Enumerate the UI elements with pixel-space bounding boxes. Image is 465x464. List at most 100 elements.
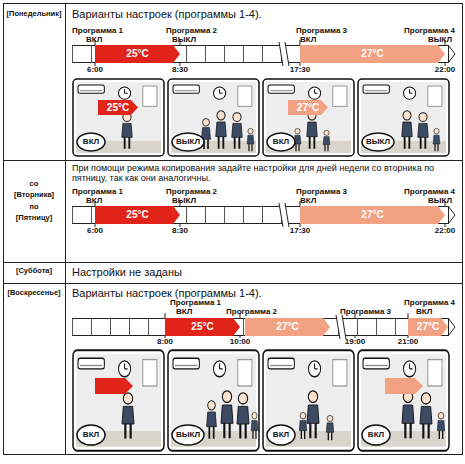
mode-text: ВКЛ <box>273 431 289 439</box>
temperature-text: 25°C <box>191 322 213 332</box>
row-note: При помощи режима копирования задайте на… <box>72 164 457 184</box>
time-label: 6:00 <box>80 66 110 75</box>
airflow-arrows <box>95 378 423 394</box>
temperature-band: 25°C <box>95 45 180 63</box>
temperature-band: 25°C <box>95 206 180 224</box>
time-label: 17:30 <box>285 66 315 75</box>
mode-text: ВКЛ <box>83 431 99 439</box>
mode-circle: ВЫКЛ <box>171 424 205 446</box>
node-outline <box>300 45 445 63</box>
day-label: по <box>4 203 64 211</box>
row-note: Варианты настроек (программы 1-4). <box>72 8 457 20</box>
mode-label: ВЫКЛ <box>172 197 202 206</box>
program-label: Программа 3 <box>296 188 356 197</box>
temperature-text: 27°C <box>361 210 383 220</box>
node-outline <box>77 133 105 151</box>
program-label: Программа 4 <box>404 188 462 197</box>
mode-circle: ВКЛ <box>266 424 296 446</box>
node-outline <box>165 318 240 336</box>
node-outline <box>267 133 295 151</box>
mode-circle: ВЫКЛ <box>171 132 205 152</box>
node-outline <box>172 133 204 151</box>
temperature-text: 27°C <box>417 322 439 332</box>
program-label: Программа 2 <box>166 27 226 36</box>
time-label: 8:30 <box>165 227 195 236</box>
temperature-band: 25°C <box>165 318 240 336</box>
temperature-text: 27°C <box>276 322 298 332</box>
temperature-band: 27°C <box>300 45 445 63</box>
time-label: 19:00 <box>340 338 370 347</box>
mode-text: ВКЛ <box>368 431 384 439</box>
program-label: Программа 1 <box>72 188 132 197</box>
program-label: Программа 3 <box>296 27 356 36</box>
mode-text: ВКЛ <box>83 138 99 146</box>
temperature-text: 25°C <box>107 103 129 113</box>
mode-text: ВЫКЛ <box>176 431 200 439</box>
node-outline <box>362 133 394 151</box>
day-label: [Понедельник] <box>4 10 64 18</box>
day-label: [Суббота] <box>4 267 64 275</box>
node-outline <box>172 425 204 445</box>
mode-label: ВКЛ <box>300 197 330 206</box>
program-label: Программа 2 <box>166 188 226 197</box>
table-grid <box>4 4 463 455</box>
mode-circle: ВЫКЛ <box>361 132 395 152</box>
mode-label: ВКЛ <box>86 197 116 206</box>
temperature-band: 27°C <box>408 318 448 336</box>
day-label: [Воскресенье] <box>4 289 64 297</box>
time-label: 10:00 <box>225 338 255 347</box>
node-outline <box>288 100 328 115</box>
mode-label: ВЫКЛ <box>428 36 458 45</box>
time-label: 21:00 <box>393 338 423 347</box>
temperature-text: 27°C <box>297 103 319 113</box>
node-outline <box>245 318 330 336</box>
time-label: 8:00 <box>150 338 180 347</box>
node-outline <box>77 425 105 445</box>
mode-text: ВЫКЛ <box>366 138 390 146</box>
mode-circle: ВКЛ <box>76 132 106 152</box>
day-label: со <box>4 180 64 188</box>
node-outline <box>267 425 295 445</box>
program-label: Программа 1 <box>170 299 230 308</box>
program-label: Программа 2 <box>226 308 286 317</box>
day-label: [Вторника] <box>4 191 64 199</box>
day-label: [Пятницу] <box>4 214 64 222</box>
scene-frames <box>73 79 449 451</box>
mode-label: ВКЛ <box>176 308 206 317</box>
mode-label: ВКЛ <box>86 36 116 45</box>
node-outline <box>98 100 138 115</box>
mode-circle: ВКЛ <box>361 424 391 446</box>
program-label: Программа 4 <box>404 299 462 308</box>
node-outline <box>95 45 180 63</box>
program-label: Программа 4 <box>404 27 462 36</box>
mode-label: ВЫКЛ <box>172 36 202 45</box>
mode-label: ВКЛ <box>300 36 330 45</box>
temperature-text: 25°C <box>126 210 148 220</box>
node-outline <box>408 318 448 336</box>
node-outline <box>300 206 445 224</box>
row-note: Настройки не заданы <box>72 266 457 278</box>
mode-label: ВЫКЛ <box>428 197 458 206</box>
time-label: 6:00 <box>80 227 110 236</box>
time-label: 8:30 <box>165 66 195 75</box>
mode-label: ВКЛ <box>416 308 446 317</box>
time-label: 17:30 <box>285 227 315 236</box>
row-note: Варианты настроек (программы 1-4). <box>72 287 457 299</box>
mode-circle: ВКЛ <box>266 132 296 152</box>
temperature-band: 25°C <box>98 100 138 115</box>
mode-circle: ВКЛ <box>76 424 106 446</box>
time-label: 22:00 <box>430 227 460 236</box>
program-label: Программа 3 <box>340 308 400 317</box>
mode-text: ВЫКЛ <box>176 138 200 146</box>
temperature-band: 27°C <box>288 100 328 115</box>
temperature-band: 27°C <box>300 206 445 224</box>
node-outline <box>95 206 180 224</box>
mode-text: ВКЛ <box>273 138 289 146</box>
temperature-band: 27°C <box>245 318 330 336</box>
node-outline <box>362 425 390 445</box>
time-label: 22:00 <box>430 66 460 75</box>
temperature-text: 25°C <box>126 49 148 59</box>
program-label: Программа 1 <box>72 27 132 36</box>
